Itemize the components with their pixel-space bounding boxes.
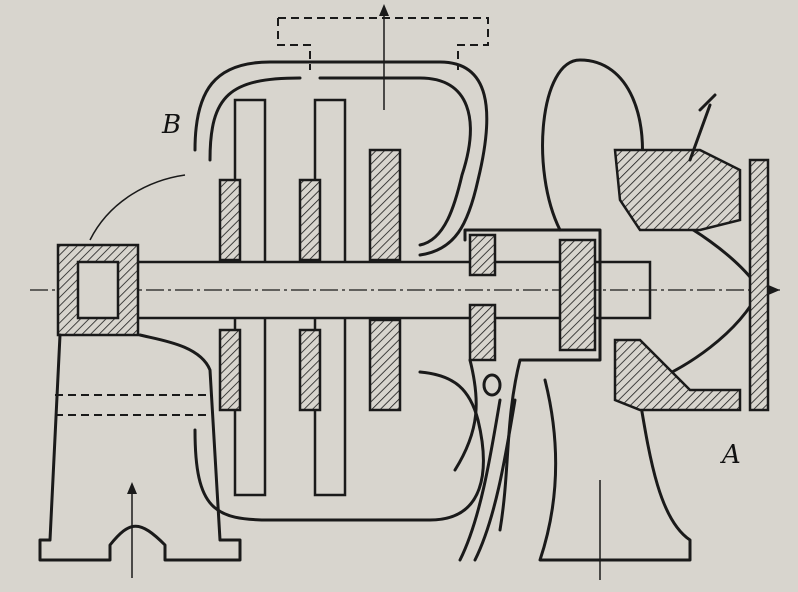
- exhaust-flange-dashed: [277, 17, 489, 70]
- exhaust-lower-pipe: [538, 378, 692, 562]
- leader-line-b: [89, 174, 186, 241]
- nozzle-section-3: [218, 328, 242, 412]
- pedestal-arrowhead: [127, 482, 137, 494]
- pedestal-dashed-lines: [55, 394, 210, 416]
- gear-housing-lower: [468, 303, 497, 362]
- turbine-casing-upper: [193, 60, 489, 257]
- inlet-arrowhead: [766, 284, 780, 296]
- inner-casing: [208, 76, 472, 247]
- valve-chest: [613, 148, 742, 232]
- nozzle-section-1: [218, 178, 242, 262]
- nozzle-section-2: [298, 178, 322, 262]
- exhaust-arrowhead: [379, 4, 389, 16]
- bearing-journal: [76, 260, 120, 320]
- seal-section: [558, 238, 597, 352]
- valve-handle: [688, 93, 717, 162]
- turbine-casing-lower: [193, 370, 485, 522]
- gear-housing-upper: [468, 233, 497, 277]
- nozzle-section-4: [298, 328, 322, 412]
- inlet-flange: [748, 158, 770, 412]
- oil-port: [482, 373, 502, 397]
- bearing-pedestal: [38, 333, 242, 562]
- label-a: A: [722, 440, 741, 470]
- diaphragm-lower: [368, 318, 402, 412]
- inlet-casing-lower: [613, 338, 742, 412]
- label-b: B: [162, 110, 182, 140]
- diaphragm-upper: [368, 148, 402, 262]
- steam-loop-pipe: [541, 58, 644, 232]
- oil-drain-pipe: [458, 398, 517, 562]
